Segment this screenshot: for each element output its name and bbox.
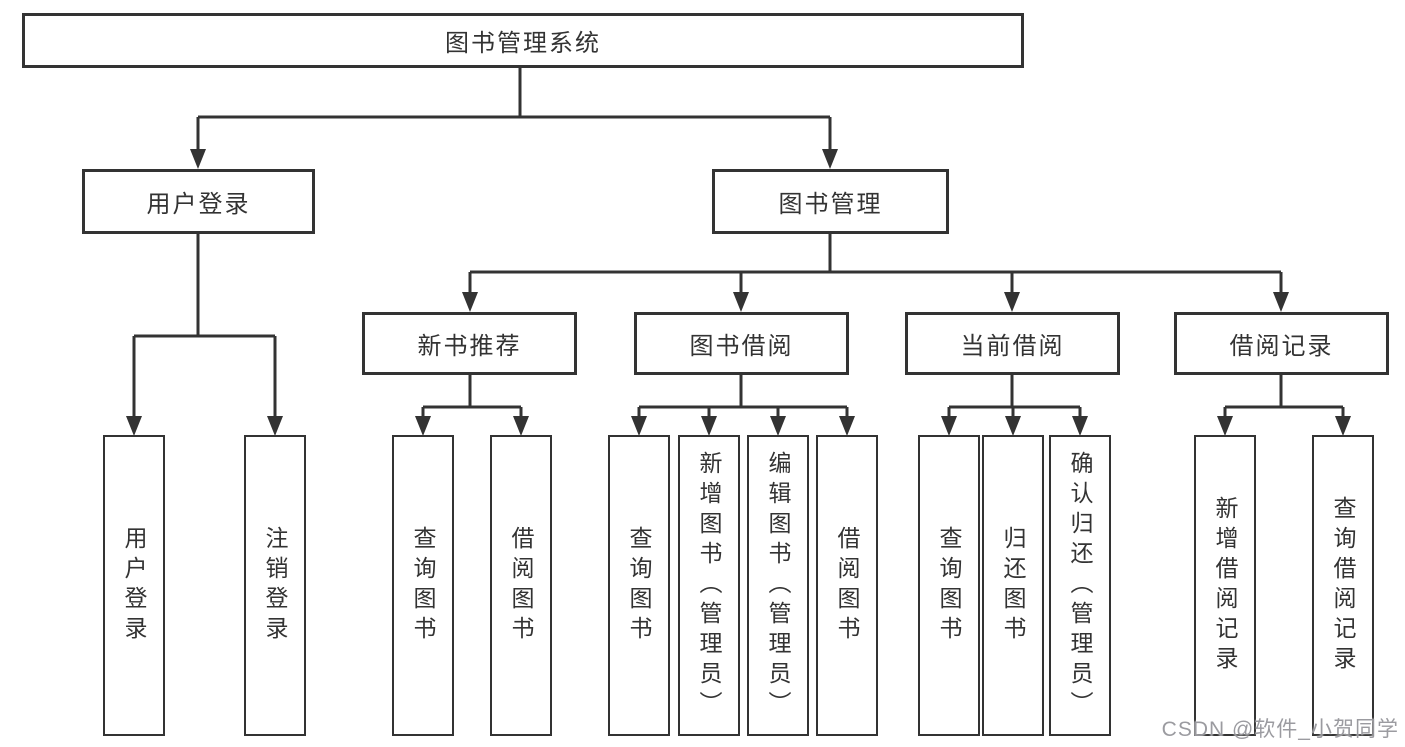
node-book-management: 图书管理 [712,169,949,234]
leaf-borrow-query-books: 查询图书 [608,435,670,736]
leaf-recommend-query-books: 查询图书 [392,435,454,736]
leaf-borrow-edit-book-admin: 编辑图书（管理员） [747,435,809,736]
node-library-system: 图书管理系统 [22,13,1024,68]
leaf-records-query-record: 查询借阅记录 [1312,435,1374,736]
leaf-borrow-add-book-admin: 新增图书（管理员） [678,435,740,736]
node-user-login: 用户登录 [82,169,315,234]
leaf-records-add-record: 新增借阅记录 [1194,435,1256,736]
leaf-logout: 注销登录 [244,435,306,736]
node-borrow-records: 借阅记录 [1174,312,1389,375]
node-current-borrow: 当前借阅 [905,312,1120,375]
leaf-current-return-books: 归还图书 [982,435,1044,736]
watermark: CSDN @软件_小贺同学 [1161,718,1399,741]
leaf-current-query-books: 查询图书 [918,435,980,736]
leaf-current-confirm-return-admin: 确认归还（管理员） [1049,435,1111,736]
node-book-borrow: 图书借阅 [634,312,849,375]
leaf-recommend-borrow-books: 借阅图书 [490,435,552,736]
leaf-borrow-borrow-books: 借阅图书 [816,435,878,736]
node-new-book-recommend: 新书推荐 [362,312,577,375]
leaf-user-login: 用户登录 [103,435,165,736]
